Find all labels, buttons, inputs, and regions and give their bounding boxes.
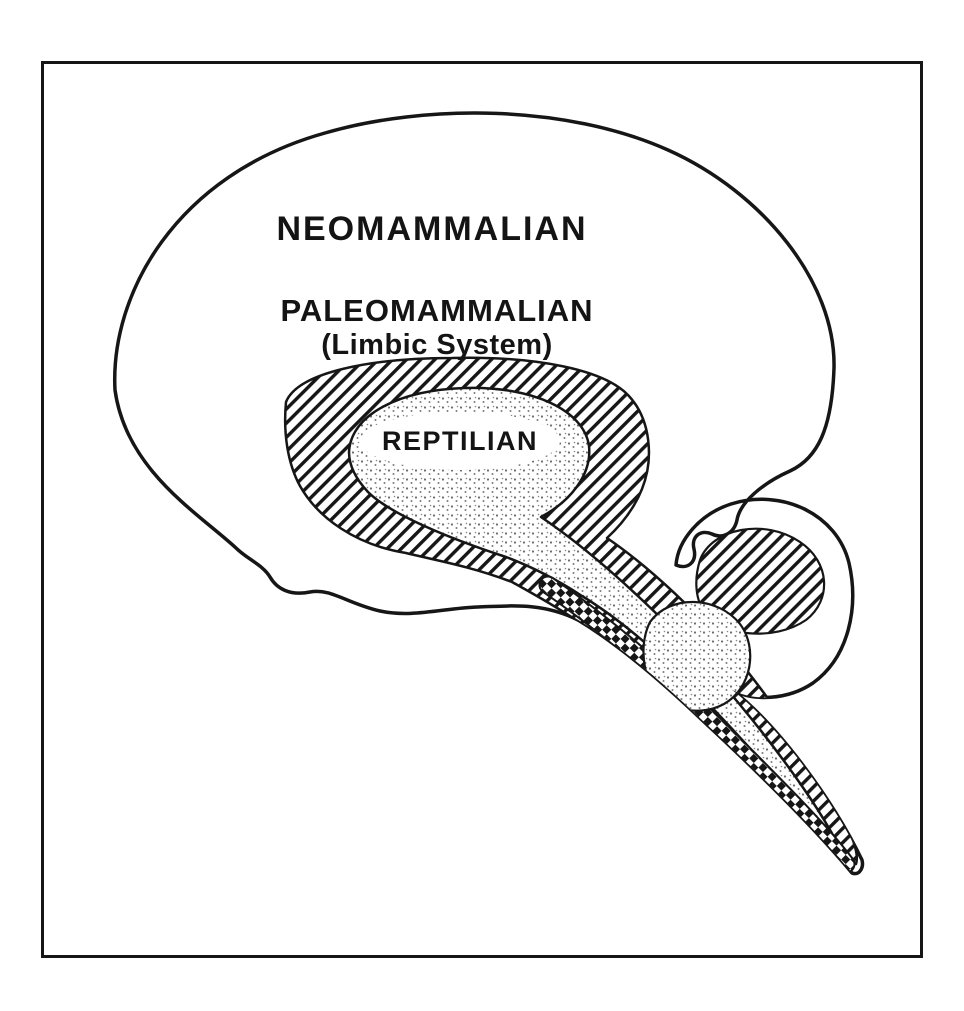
reptilian-label: REPTILIAN (382, 426, 538, 456)
paleomammalian-label: PALEOMAMMALIAN (280, 293, 593, 328)
reptilian-label-backing (360, 412, 560, 470)
brainstem-ladder-band (540, 577, 854, 872)
inner-regions (283, 356, 858, 874)
limbic-system-label: (Limbic System) (321, 329, 553, 361)
neomammalian-label: NEOMAMMALIAN (276, 210, 587, 248)
